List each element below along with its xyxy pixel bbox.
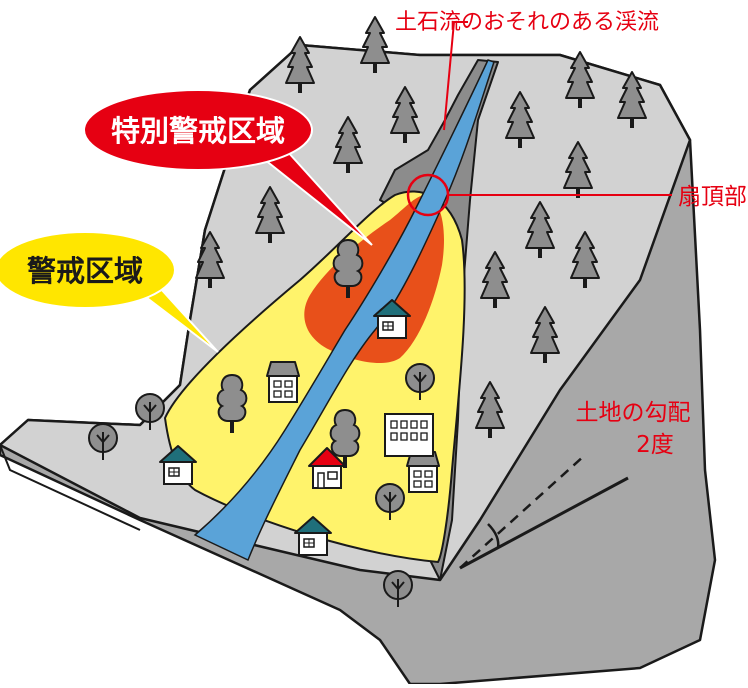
debris-stream-label: 土石流のおそれのある渓流 bbox=[395, 10, 659, 35]
slope-angle-indicator bbox=[459, 454, 629, 570]
special-zone-label: 特別警戒区域 bbox=[111, 114, 285, 148]
stream bbox=[193, 59, 495, 562]
house-icon bbox=[266, 361, 300, 403]
slope-degree-label: 2度 bbox=[636, 432, 674, 458]
fan-apex-label: 扇頂部 bbox=[678, 184, 747, 210]
settlement bbox=[88, 239, 440, 608]
special-zone-callout bbox=[83, 89, 373, 246]
terrain-front-edge bbox=[0, 444, 141, 531]
apartment-building-icon bbox=[384, 413, 434, 457]
house-icon bbox=[406, 451, 440, 493]
slope-gradient-label: 土地の勾配 bbox=[576, 400, 691, 426]
debris-stream-leader-line bbox=[443, 21, 468, 131]
warning-zone-callout bbox=[0, 231, 219, 353]
warning-zone-label: 警戒区域 bbox=[27, 254, 143, 288]
